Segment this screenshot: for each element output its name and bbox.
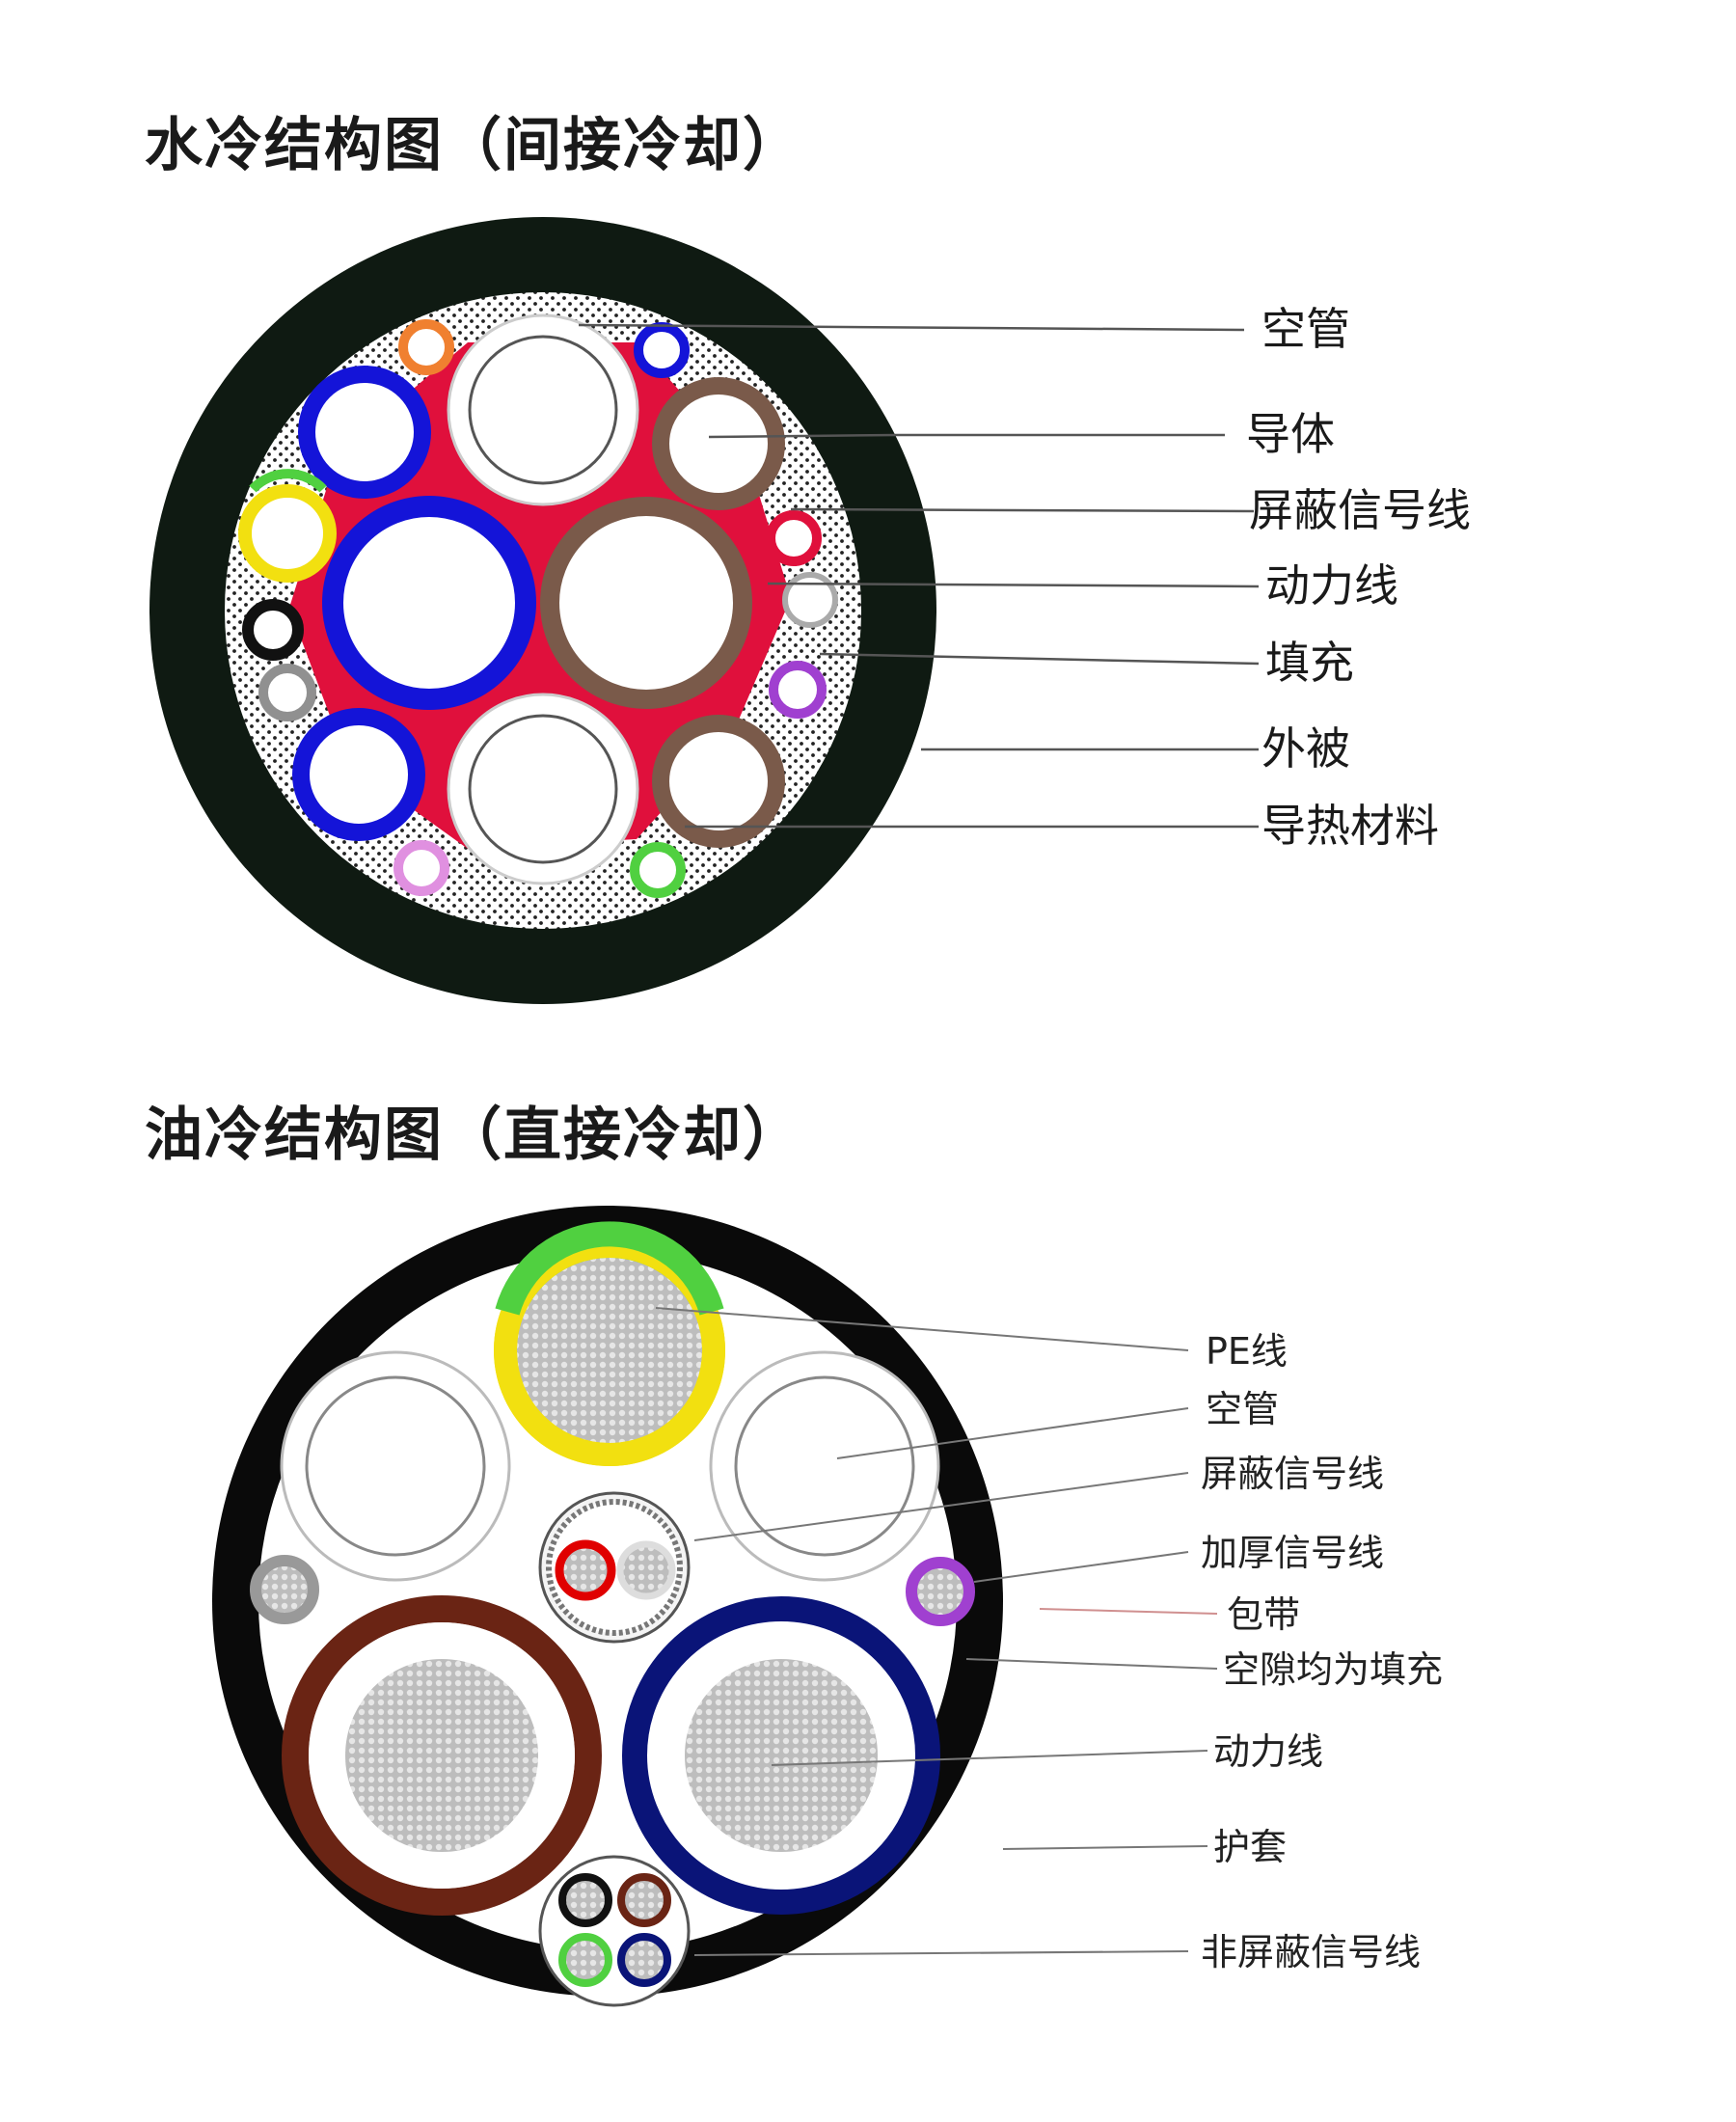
signal-line-purple xyxy=(769,661,827,719)
unshielded-core-brown xyxy=(617,1873,671,1927)
label-pe-line: PE线 xyxy=(1206,1330,1288,1373)
power-line-blue xyxy=(322,496,536,710)
thick-signal-line-gray xyxy=(250,1555,319,1624)
unshielded-signal-bundle xyxy=(538,1855,691,2007)
label-shielded-signal-line-oil: 屏蔽信号线 xyxy=(1201,1453,1384,1495)
label-wrapping-tape: 包带 xyxy=(1227,1593,1300,1636)
label-power-line-oil: 动力线 xyxy=(1213,1730,1323,1773)
label-outer-sheath: 外被 xyxy=(1261,722,1350,775)
empty-tube-bottom xyxy=(447,693,639,885)
signal-line-blue xyxy=(634,322,690,378)
signal-core-red xyxy=(555,1539,616,1601)
power-line-brown xyxy=(540,497,752,709)
pe-line-oil xyxy=(494,1235,725,1466)
signal-line-white xyxy=(782,572,838,628)
diagram-title-water-cooling: 水冷结构图（间接冷却） xyxy=(145,112,802,179)
conductor-brown-lower xyxy=(652,715,785,848)
unshielded-core-green xyxy=(558,1933,612,1987)
diagram-title-oil-cooling: 油冷结构图（直接冷却） xyxy=(145,1102,802,1169)
conductor-brown-upper xyxy=(652,377,785,510)
unshielded-core-blue xyxy=(617,1933,671,1987)
signal-line-black xyxy=(242,599,304,661)
signal-core-white xyxy=(616,1540,676,1600)
thick-signal-line-purple xyxy=(906,1557,975,1626)
empty-tube-top xyxy=(447,313,639,506)
label-unshielded-signal-line: 非屏蔽信号线 xyxy=(1201,1931,1421,1973)
signal-line-orange xyxy=(398,319,454,375)
water-cooling-cable-diagram: 空管 导体 屏蔽信号线 动力线 填充 外被 导热材料 xyxy=(149,217,1471,1004)
leader-lines xyxy=(578,323,1260,829)
label-empty-tube-oil: 空管 xyxy=(1206,1388,1279,1430)
conductor-blue-lower xyxy=(292,708,425,841)
label-gaps-filled: 空隙均为填充 xyxy=(1223,1648,1443,1691)
power-line-navy xyxy=(622,1596,940,1915)
signal-line-gray xyxy=(258,664,316,721)
labels-oil-cooling: PE线 空管 屏蔽信号线 加厚信号线 包带 空隙均为填充 动力线 护套 非屏蔽信… xyxy=(1201,1330,1443,1973)
label-filler: 填充 xyxy=(1265,637,1354,689)
empty-tube-right xyxy=(709,1350,940,1582)
label-conductor: 导体 xyxy=(1246,408,1335,460)
signal-line-red xyxy=(766,510,822,566)
leader-lines-oil xyxy=(655,1307,1218,1956)
shielded-signal-bundle xyxy=(538,1491,691,1644)
pe-line-green-stripe xyxy=(249,469,327,493)
unshielded-core-black xyxy=(558,1873,612,1927)
label-shielded-signal-line: 屏蔽信号线 xyxy=(1249,484,1471,536)
conductor-blue-upper xyxy=(298,366,431,499)
signal-line-green xyxy=(630,842,686,898)
labels-water-cooling: 空管 导体 屏蔽信号线 动力线 填充 外被 导热材料 xyxy=(1246,303,1471,852)
pe-line xyxy=(238,484,337,583)
label-jacket: 护套 xyxy=(1213,1826,1287,1868)
pe-line-oil-green-cap xyxy=(502,1233,718,1304)
label-power-line: 动力线 xyxy=(1265,559,1398,612)
empty-tube-left xyxy=(280,1350,511,1582)
label-thermal-material: 导热材料 xyxy=(1261,800,1439,852)
signal-line-pink xyxy=(393,840,449,896)
power-line-dark-brown xyxy=(282,1595,602,1916)
label-thick-signal-line: 加厚信号线 xyxy=(1201,1532,1384,1574)
label-empty-tube: 空管 xyxy=(1261,303,1350,355)
jacket xyxy=(212,1206,1003,1997)
jacket-inner xyxy=(258,1252,957,1950)
